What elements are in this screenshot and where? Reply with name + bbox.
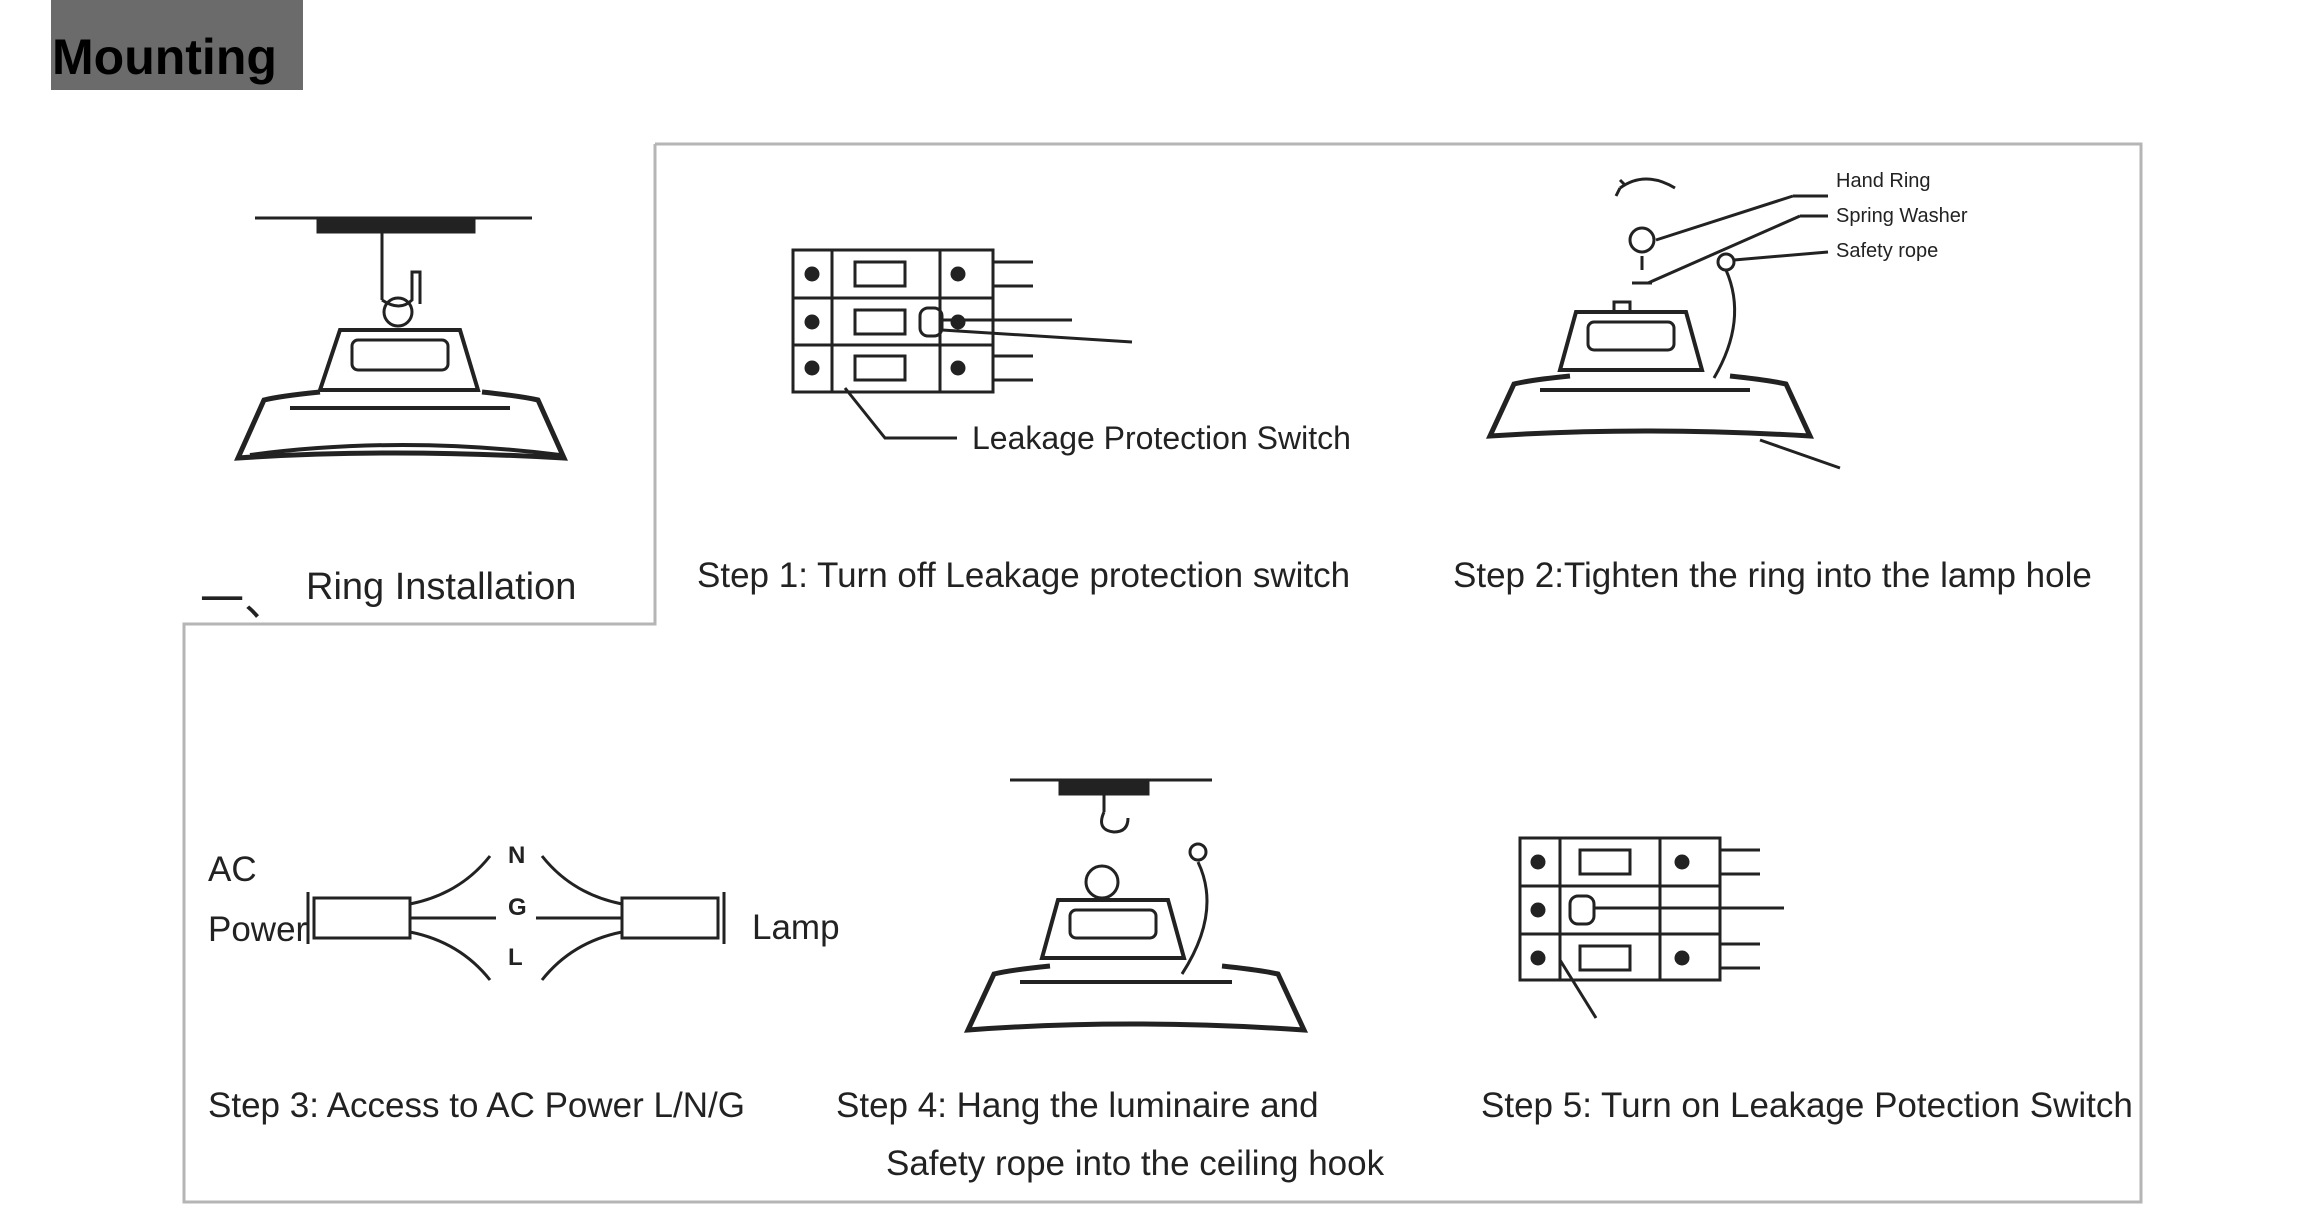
- step1-switch-label: Leakage Protection Switch: [972, 420, 1351, 456]
- step4-caption-line1: Step 4: Hang the luminaire and: [836, 1086, 1319, 1125]
- step4-caption-line2: Safety rope into the ceiling hook: [886, 1144, 1385, 1183]
- step2-callout-spring-washer: Spring Washer: [1836, 205, 1968, 227]
- step3-power-label: Power: [208, 910, 308, 949]
- step4-hanging-illustration: [963, 778, 1309, 1033]
- step1-switch-illustration: [791, 248, 1133, 440]
- step2-caption: Step 2:Tighten the ring into the lamp ho…: [1453, 556, 2092, 595]
- step1-caption: Step 1: Turn off Leakage protection swit…: [697, 556, 1351, 595]
- section-title: Mounting: [52, 29, 277, 85]
- step3-ac-label: AC: [208, 850, 257, 889]
- step5-switch-illustration: [1518, 836, 1784, 1019]
- step3-wiring-illustration: [306, 855, 726, 981]
- wire-letter-g: G: [508, 894, 527, 921]
- step3-caption: Step 3: Access to AC Power L/N/G: [208, 1086, 745, 1125]
- ring-installation-label: Ring Installation: [306, 566, 577, 608]
- step3-lamp-label: Lamp: [752, 908, 840, 947]
- step5-caption: Step 5: Turn on Leakage Potection Switch: [1481, 1086, 2133, 1125]
- wire-letter-n: N: [508, 842, 526, 869]
- step2-callout-safety-rope: Safety rope: [1836, 240, 1939, 262]
- ring-installation-bullet: 一、: [200, 576, 288, 625]
- step2-callout-hand-ring: Hand Ring: [1836, 170, 1931, 192]
- diagram-frame: [182, 142, 2143, 1204]
- step2-lamp-illustration: [1485, 177, 1841, 470]
- section-header-bar: [51, 0, 303, 90]
- wire-letter-l: L: [508, 944, 523, 971]
- ring-installation-illustration: [234, 216, 568, 461]
